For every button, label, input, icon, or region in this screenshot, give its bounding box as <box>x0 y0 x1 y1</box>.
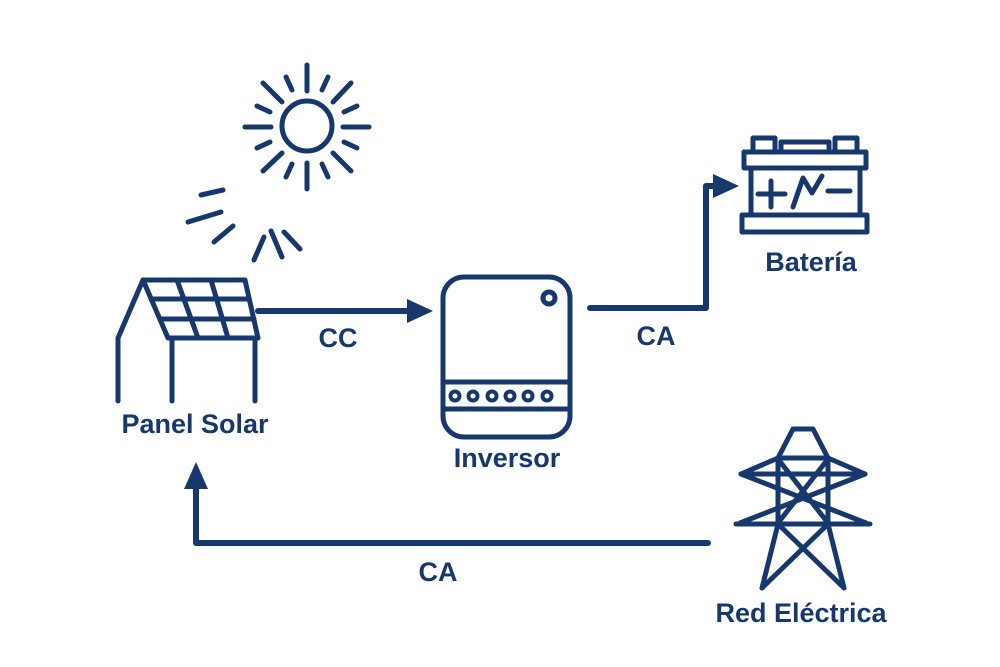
ca-arrow-grid-panel <box>184 462 711 546</box>
ca-arrow-inverter-battery <box>587 174 739 311</box>
solar-panel-icon <box>115 277 261 404</box>
inverter-icon <box>440 274 573 440</box>
battery-icon <box>739 135 870 235</box>
panel-solar-label: Panel Solar <box>121 409 269 439</box>
bateria-label: Batería <box>765 247 857 277</box>
inversor-label: Inversor <box>453 443 561 473</box>
battery-bolt-icon <box>790 173 825 210</box>
battery-plus-icon <box>755 178 788 210</box>
sun-icon <box>242 62 372 192</box>
red-electrica-label: Red Eléctrica <box>715 598 887 628</box>
transmission-tower-icon <box>733 426 873 591</box>
ca-edge-label-battery: CA <box>636 321 676 351</box>
sun-rays-burst-icon <box>185 187 303 263</box>
ca-edge-label-grid: CA <box>418 557 458 587</box>
cc-arrow <box>255 299 433 323</box>
cc-edge-label: CC <box>318 323 358 353</box>
